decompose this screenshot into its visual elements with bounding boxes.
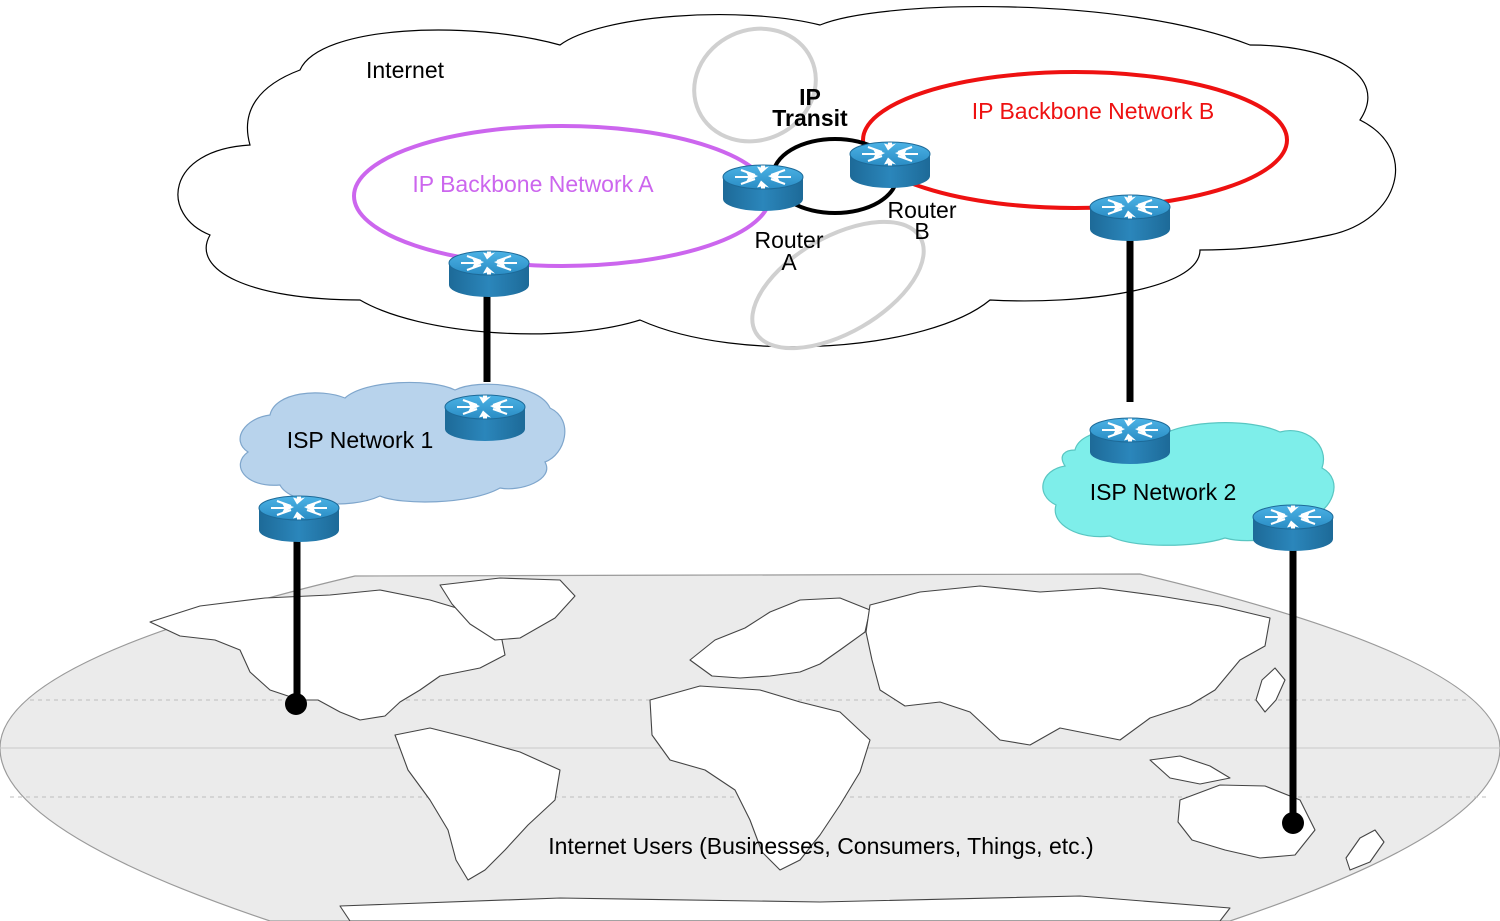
world-map xyxy=(0,573,1500,921)
peer-ring-lower xyxy=(750,219,926,351)
router-icon xyxy=(1089,417,1171,465)
isp1-label: ISP Network 1 xyxy=(287,427,434,453)
peer-ring-upper xyxy=(692,26,818,144)
backbone-a-label: IP Backbone Network A xyxy=(412,171,654,197)
router-icon xyxy=(722,164,804,212)
ip-transit-label-line1: IP xyxy=(799,84,821,110)
user-endpoint-australia xyxy=(1282,812,1304,834)
router-a-label-line1: Router xyxy=(754,227,823,253)
backbone-b-label: IP Backbone Network B xyxy=(972,98,1214,124)
internet-users-label: Internet Users (Businesses, Consumers, T… xyxy=(548,833,1093,859)
links xyxy=(293,236,1297,820)
isp2-label: ISP Network 2 xyxy=(1090,479,1237,505)
router-icon xyxy=(448,250,530,298)
user-endpoint-americas xyxy=(285,693,307,715)
router-icon xyxy=(849,141,931,189)
router-icon xyxy=(444,394,526,442)
router-a-label-line2: A xyxy=(781,249,797,275)
router-icon xyxy=(1089,194,1171,242)
internet-label: Internet xyxy=(366,57,445,83)
router-b-label-line2: B xyxy=(914,218,929,244)
router-b-label-line1: Router xyxy=(887,197,956,223)
backbone-b-ring xyxy=(861,70,1289,210)
ip-transit-label-line2: Transit xyxy=(772,105,848,131)
router-icon xyxy=(258,495,340,543)
router-icon xyxy=(1252,504,1334,552)
